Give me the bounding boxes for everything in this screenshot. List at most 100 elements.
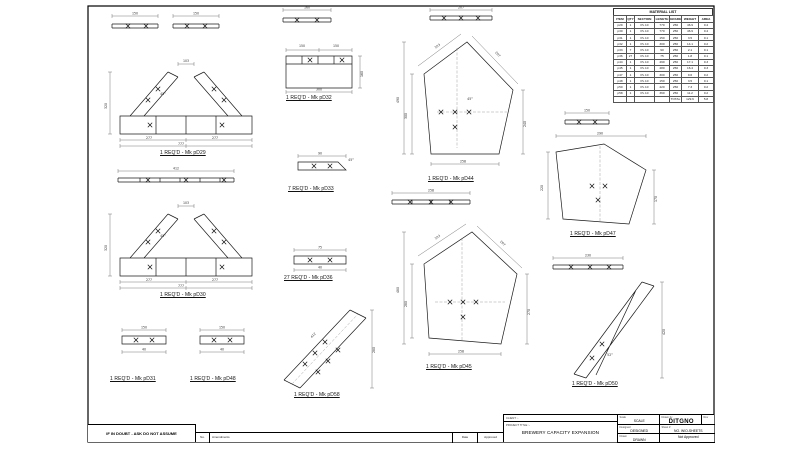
dimension-text: 258 [428, 189, 434, 193]
drawn-by-label: Drawn by [661, 415, 673, 419]
dimension-text: 90 [318, 152, 322, 156]
material-cell: 5.8 [698, 95, 714, 104]
designed-label: Designed [619, 425, 631, 429]
dimension-text: 480 [396, 287, 400, 293]
dimension-text: 207 [458, 6, 464, 10]
note-box: IF IN DOUBT - ASK DO NOT ASSUME [88, 424, 196, 442]
sheet-border [87, 5, 715, 443]
dimension-text: 280 [404, 301, 408, 307]
detail-label-pd31: 1 REQ'D - Mk pD31 [110, 376, 156, 382]
revision-col-amendments: Amendments [210, 433, 453, 443]
dimension-text: 207 [499, 240, 506, 247]
dimension-text: 45° [348, 158, 354, 162]
detail-label-pd50: 1 REQ'D - Mk pD50 [572, 381, 618, 387]
detail-pd48: 150 40 [199, 326, 245, 354]
project-title-cell: PROJECT TITLE :- BREWERY CAPACITY EXPANS… [504, 422, 617, 443]
detail-label-pd44: 1 REQ'D - Mk pD44 [428, 176, 474, 182]
material-cell [626, 95, 635, 104]
dimension-text: 277 [212, 136, 218, 140]
detail-pd33: 90 45° [297, 152, 354, 171]
dimension-text: 40 [142, 348, 146, 352]
detail-pd31: 150 40 [121, 326, 167, 354]
dimension-text: 103 [183, 201, 189, 205]
detail-label-pd33: 7 REQ'D - Mk pD33 [288, 186, 334, 192]
dimension-text: 170 [654, 196, 658, 202]
dimension-text: 150 [141, 326, 147, 330]
bolt-cross-icons [125, 15, 612, 270]
material-cell: TOTAL [669, 95, 682, 104]
detail-pd45: 280 480 258 270 103 207 [396, 223, 531, 356]
detail-label-pd29: 1 REQ'D - Mk pD29 [160, 150, 206, 156]
dimension-text: 777 [178, 284, 184, 288]
project-title: BREWERY CAPACITY EXPANSION [521, 429, 600, 435]
detail-pd58: 280 412 [283, 309, 376, 389]
drawn-value: DRAWN [632, 437, 646, 442]
dimension-text: 103 [434, 234, 441, 241]
dimension-text: 320 [104, 103, 108, 109]
client-label: CLIENT :- [504, 415, 617, 422]
detail-label-pd58: 1 REQ'D - Mk pD58 [294, 392, 340, 398]
sheet-number-label: Sheet # [661, 425, 671, 429]
rev-label: Rev [703, 415, 709, 419]
project-title-label: PROJECT TITLE :- [506, 423, 530, 427]
revision-strip: No. Amendments Date Approved [196, 432, 503, 443]
dimension-text: 490 [396, 97, 400, 103]
dimension-text: 412 [310, 332, 317, 339]
dimension-text: 40 [220, 348, 224, 352]
dimension-text: 150 [333, 44, 339, 48]
scale-label: Scale [619, 415, 627, 419]
revision-col-no: No. [196, 433, 210, 443]
dimension-text: 277 [212, 278, 218, 282]
detail-label-pd45: 1 REQ'D - Mk pD45 [426, 364, 472, 370]
sheet-number-value: NO. W/O-SHEETS [674, 428, 703, 433]
dimension-text: 150 [193, 12, 199, 16]
dimension-text: 270 [527, 309, 531, 315]
material-cell [654, 95, 670, 104]
material-cell [634, 95, 655, 104]
dimension-text: 160 [360, 71, 364, 77]
dimension-text: 420 [662, 329, 666, 335]
dimension-text: 45° [467, 97, 473, 101]
dimension-text: 103 [183, 59, 189, 63]
dimension-text: 277 [146, 136, 152, 140]
dimension-text: 75 [318, 246, 322, 250]
dimension-text: 300 [316, 88, 322, 92]
approved-value: Not Approved [677, 434, 699, 439]
detail-pd29: 777 277 277 320 103 45° [104, 59, 253, 148]
approved-cell: Not Approved [659, 434, 715, 443]
dimension-text: 280 [372, 347, 376, 353]
title-block: CLIENT :- PROJECT TITLE :- BREWERY CAPAC… [503, 414, 715, 443]
dimension-text: 290 [597, 132, 603, 136]
dimension-text: 777 [178, 142, 184, 146]
dimension-text: 150 [584, 109, 590, 113]
sheet-number-cell: Sheet # NO. W/O-SHEETS [659, 425, 715, 434]
dimension-text: 207 [494, 51, 501, 58]
detail-label-pd47: 1 REQ'D - Mk pD47 [570, 231, 616, 237]
drawn-by-value: DITGNO [668, 418, 694, 425]
dimension-text: 320 [104, 245, 108, 251]
dimension-text: 412 [173, 167, 179, 171]
detail-label-pd30: 1 REQ'D - Mk pD30 [160, 292, 206, 298]
material-list-title: MATERIAL LIST [613, 8, 713, 16]
designed-cell: Designed DESIGNED [617, 425, 659, 434]
material-cell: 129.6 [681, 95, 699, 104]
dimension-text: 45° [160, 92, 166, 96]
dimension-text: 220 [540, 185, 544, 191]
drawn-label: Drawn [619, 434, 628, 438]
dimension-text: 150 [219, 326, 225, 330]
material-cell [613, 95, 627, 104]
dimension-text: 45° [160, 234, 166, 238]
dimension-text: 258 [458, 350, 464, 354]
drawn-by-cell: Drawn by DITGNO [659, 415, 701, 425]
dimension-text: 300 [404, 113, 408, 119]
